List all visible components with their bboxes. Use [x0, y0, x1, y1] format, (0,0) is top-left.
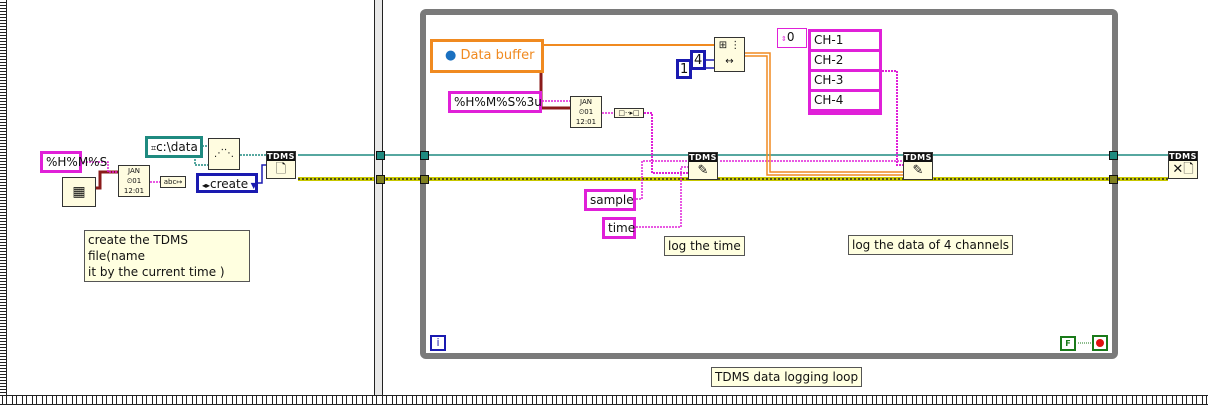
index-constant-1[interactable]: 1 [676, 59, 692, 79]
build-array-icon[interactable]: □··▸□ [614, 108, 644, 118]
refnum-tunnel-loop-out [1109, 151, 1118, 160]
format-wire-left [80, 161, 118, 173]
comment-log-data: log the data of 4 channels [848, 235, 1014, 255]
channel-name-4[interactable]: CH-4 [811, 92, 879, 109]
build-path-icon[interactable]: ⋰⋱ [208, 138, 240, 170]
chevron-down-icon: ▼ [248, 181, 257, 190]
tdms-write-time-node[interactable]: TDMS✎ [688, 152, 718, 180]
channel-names-array: CH-1 CH-2 CH-3 CH-4 [808, 29, 882, 115]
pencil-icon: ✎ [912, 163, 924, 178]
group-name-sample[interactable]: sample [584, 189, 636, 211]
array-subset-icon[interactable]: ⊞ ⋮↔ [714, 37, 745, 72]
tdms-open-node[interactable]: TDMS🗋 [266, 151, 296, 179]
close-file-icon: ✕🗋 [1172, 162, 1194, 177]
error-tunnel-seq [376, 175, 385, 184]
while-loop-frame[interactable] [420, 9, 1118, 359]
operation-enum[interactable]: ◂▸create ▼ [196, 173, 258, 193]
sequence-frame-bottom-edge [0, 395, 1208, 405]
stop-condition-icon[interactable] [1092, 335, 1108, 351]
refnum-tunnel-seq [376, 151, 385, 160]
sequence-frame-left-edge [0, 0, 7, 396]
iteration-terminal: i [430, 335, 446, 351]
refnum-tunnel-loop-in [420, 151, 429, 160]
sample-wire [636, 160, 688, 200]
format-string-constant[interactable]: %H%M%S [40, 151, 107, 173]
timestamp-wire-left [96, 170, 118, 190]
path-constant[interactable]: ⌗c:\data [145, 136, 203, 158]
path-icon: ⌗ [151, 144, 157, 154]
index-constant-4[interactable]: 4 [690, 50, 706, 70]
time-array-wire [644, 112, 688, 174]
pencil-icon: ✎ [697, 163, 709, 178]
queue-globe-icon: ● [445, 48, 457, 63]
array-index-display[interactable]: ⇕0 [777, 28, 807, 48]
channel-name-time[interactable]: time [602, 217, 636, 239]
index-spinner-icon[interactable]: ⇕ [781, 35, 787, 43]
channel-name-2[interactable]: CH-2 [811, 52, 879, 69]
new-file-icon: 🗋 [275, 162, 287, 177]
data-buffer-queue-constant[interactable]: ● Data buffer [430, 39, 544, 73]
channel-name-1[interactable]: CH-1 [811, 32, 879, 49]
comment-log-time: log the time [664, 236, 745, 256]
loop-label: TDMS data logging loop [711, 367, 863, 387]
time-format-constant[interactable]: %H%M%S%3u [448, 91, 542, 113]
channels-wire [882, 70, 903, 166]
false-constant[interactable]: F [1060, 336, 1076, 351]
string-to-path-icon[interactable]: abc↦ [160, 176, 186, 188]
sequence-frame-divider [374, 0, 383, 396]
enum-arrows-icon: ◂▸ [202, 181, 211, 190]
error-tunnel-loop-out [1109, 175, 1118, 184]
data-array-wire [744, 52, 903, 173]
operation-wire [258, 164, 268, 184]
error-tunnel-loop-in [420, 175, 429, 184]
tdms-write-data-node[interactable]: TDMS✎ [903, 152, 933, 180]
get-date-time-icon[interactable]: ▦ [62, 177, 96, 207]
time-name-wire [636, 166, 688, 228]
stop-sign-icon [1096, 339, 1104, 347]
tdms-close-node[interactable]: TDMS✕🗋 [1168, 151, 1198, 179]
channel-name-3[interactable]: CH-3 [811, 72, 879, 89]
